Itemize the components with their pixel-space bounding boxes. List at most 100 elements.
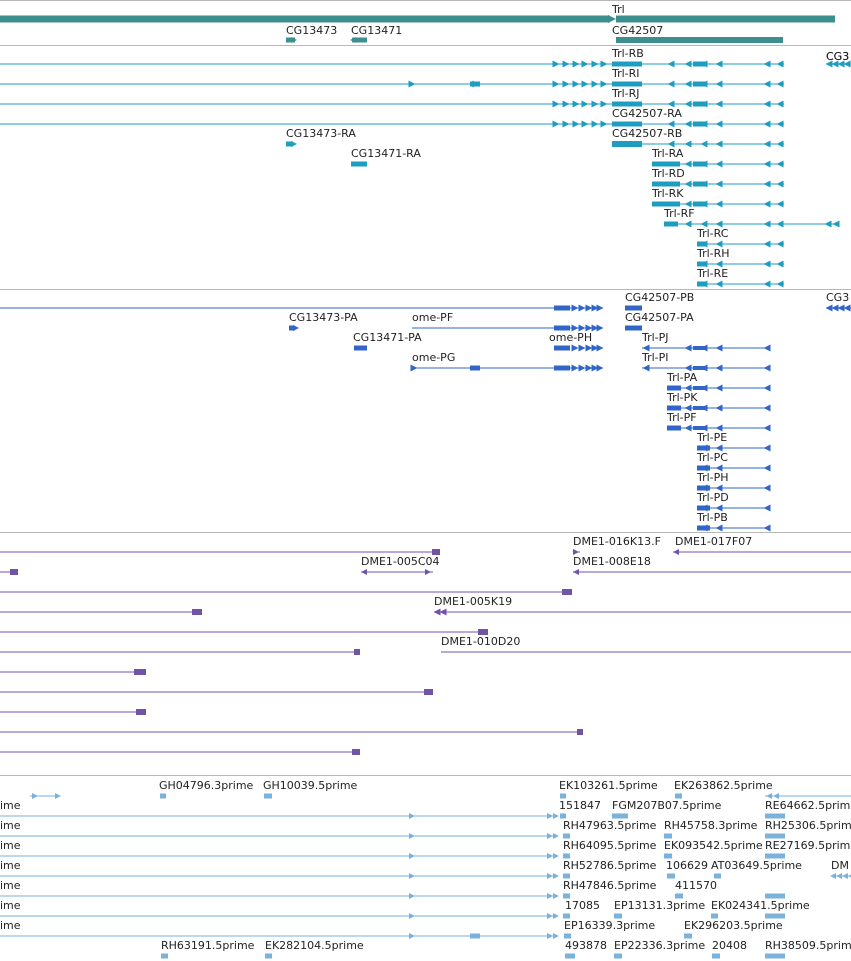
feature-label[interactable]: ime [0, 859, 21, 872]
feature-label[interactable]: GH10039.5prime [263, 779, 358, 792]
feature-label[interactable]: DM [831, 859, 849, 872]
clone-end-block[interactable] [354, 649, 360, 655]
exon-block[interactable] [765, 813, 785, 819]
feature-label[interactable]: EK103261.5prime [559, 779, 658, 792]
feature-label[interactable]: Trl-RK [652, 187, 684, 200]
exon-block[interactable] [693, 406, 707, 410]
clone-end-block[interactable] [577, 729, 583, 735]
feature-label[interactable]: CG42507 [612, 24, 664, 37]
exon-block[interactable] [675, 893, 683, 899]
feature-label[interactable]: EK093542.5prime [664, 839, 763, 852]
feature-label[interactable]: RE64662.5prime [765, 799, 851, 812]
feature-label[interactable]: Trl-PB [697, 511, 728, 524]
exon-block[interactable] [765, 913, 785, 919]
feature-label[interactable]: Trl-PJ [642, 331, 669, 344]
feature-label[interactable]: FGM207B07.5prime [612, 799, 722, 812]
feature-label[interactable]: CG42507-PB [625, 291, 695, 304]
feature-label[interactable]: Trl-RF [664, 207, 695, 220]
gene-span-bar[interactable] [0, 15, 610, 23]
exon-block[interactable] [765, 853, 785, 859]
feature-label[interactable]: ome-PH [549, 331, 593, 344]
exon-block[interactable] [565, 953, 575, 959]
feature-label[interactable]: EK282104.5prime [265, 939, 364, 952]
feature-label[interactable]: RH47846.5prime [563, 879, 657, 892]
feature-label[interactable]: DME1-005C04 [361, 555, 440, 568]
exon-block[interactable] [625, 305, 642, 311]
feature-label[interactable]: 106629 [666, 859, 708, 872]
exon-block[interactable] [563, 913, 570, 919]
feature-label[interactable]: DME1-016K13.F [573, 535, 661, 548]
exon-block[interactable] [684, 933, 692, 939]
feature-label[interactable]: Trl-RB [612, 47, 644, 60]
clone-end-block[interactable] [432, 549, 440, 555]
feature-label[interactable]: CG42507-RA [612, 107, 682, 120]
exon-block[interactable] [351, 161, 367, 167]
clone-end-block[interactable] [478, 629, 488, 635]
exon-block[interactable] [625, 325, 642, 331]
feature-label[interactable]: CG13471-PA [353, 331, 422, 344]
exon-block[interactable] [765, 953, 785, 959]
feature-label[interactable]: Trl-PH [697, 471, 729, 484]
feature-label[interactable]: RH47963.5prime [563, 819, 657, 832]
exon-block[interactable] [667, 425, 681, 431]
feature-label[interactable]: ome-PG [412, 351, 456, 364]
feature-label[interactable]: Trl-RH [697, 247, 730, 260]
feature-label[interactable]: ime [0, 799, 21, 812]
exon-block[interactable] [470, 933, 480, 939]
feature-label[interactable]: GH04796.3prime [159, 779, 254, 792]
exon-block[interactable] [693, 201, 707, 207]
feature-label[interactable]: Trl-PD [697, 491, 729, 504]
feature-label[interactable]: ime [0, 879, 21, 892]
feature-label[interactable]: 411570 [675, 879, 717, 892]
exon-block[interactable] [563, 853, 570, 859]
exon-block[interactable] [564, 933, 571, 939]
feature-label[interactable]: ime [0, 899, 21, 912]
exon-block[interactable] [612, 121, 642, 127]
exon-block[interactable] [693, 121, 707, 127]
feature-label[interactable]: CG13471-RA [351, 147, 421, 160]
exon-block[interactable] [289, 325, 295, 331]
feature-label[interactable]: Trl-RA [652, 147, 684, 160]
exon-block[interactable] [352, 37, 367, 43]
feature-label[interactable]: 151847 [559, 799, 601, 812]
feature-label[interactable]: Trl-PC [697, 451, 728, 464]
feature-label[interactable]: Trl-RC [697, 227, 729, 240]
exon-block[interactable] [614, 953, 622, 959]
feature-label[interactable]: EK296203.5prime [684, 919, 783, 932]
clone-end-block[interactable] [10, 569, 18, 575]
feature-label[interactable]: RH52786.5prime [563, 859, 657, 872]
feature-label[interactable]: EP16339.3prime [564, 919, 656, 932]
feature-label[interactable]: ome-PF [412, 311, 454, 324]
exon-block[interactable] [693, 101, 707, 107]
exon-block[interactable] [612, 141, 642, 147]
feature-label[interactable]: CG42507-RB [612, 127, 683, 140]
exon-block[interactable] [714, 873, 721, 879]
feature-label[interactable]: DME1-005K19 [434, 595, 513, 608]
feature-label[interactable]: Trl-RJ [612, 87, 640, 100]
clone-end-block[interactable] [562, 589, 572, 595]
exon-block[interactable] [693, 366, 707, 370]
exon-block[interactable] [612, 813, 628, 819]
feature-label[interactable]: DME1-008E18 [573, 555, 651, 568]
exon-block[interactable] [667, 385, 681, 391]
feature-label[interactable]: Trl-RE [697, 267, 729, 280]
exon-block[interactable] [765, 833, 785, 839]
exon-block[interactable] [712, 953, 720, 959]
feature-label[interactable]: DME1-017F07 [675, 535, 753, 548]
exon-block[interactable] [554, 345, 570, 351]
exon-block[interactable] [612, 101, 642, 107]
exon-block[interactable] [612, 61, 642, 67]
feature-label[interactable]: Trl-PF [667, 411, 697, 424]
feature-label[interactable]: CG42507-PA [625, 311, 694, 324]
exon-block[interactable] [612, 81, 642, 87]
exon-block[interactable] [161, 953, 168, 959]
gene-span-bar[interactable] [616, 15, 835, 23]
exon-block[interactable] [354, 345, 367, 351]
feature-label[interactable]: EK263862.5prime [674, 779, 773, 792]
feature-label[interactable]: CG13473 [286, 24, 338, 37]
exon-block[interactable] [693, 426, 707, 430]
feature-label[interactable]: 17085 [565, 899, 600, 912]
exon-block[interactable] [563, 833, 570, 839]
feature-label[interactable]: CG13471 [351, 24, 403, 37]
